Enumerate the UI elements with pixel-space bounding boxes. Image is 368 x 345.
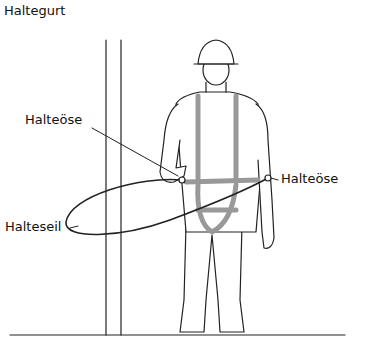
diagram-title: Haltegurt [4, 4, 65, 18]
ground-line [10, 334, 345, 335]
holding-rope [66, 178, 268, 235]
eyelet [265, 175, 271, 181]
eyelet [179, 177, 185, 183]
worker-figure [160, 40, 274, 332]
part-label: Halteseil [4, 220, 62, 234]
part-label: Halteöse [280, 172, 339, 186]
leader-lines [70, 128, 278, 228]
part-label: Halteöse [24, 113, 83, 127]
harness [186, 96, 258, 232]
